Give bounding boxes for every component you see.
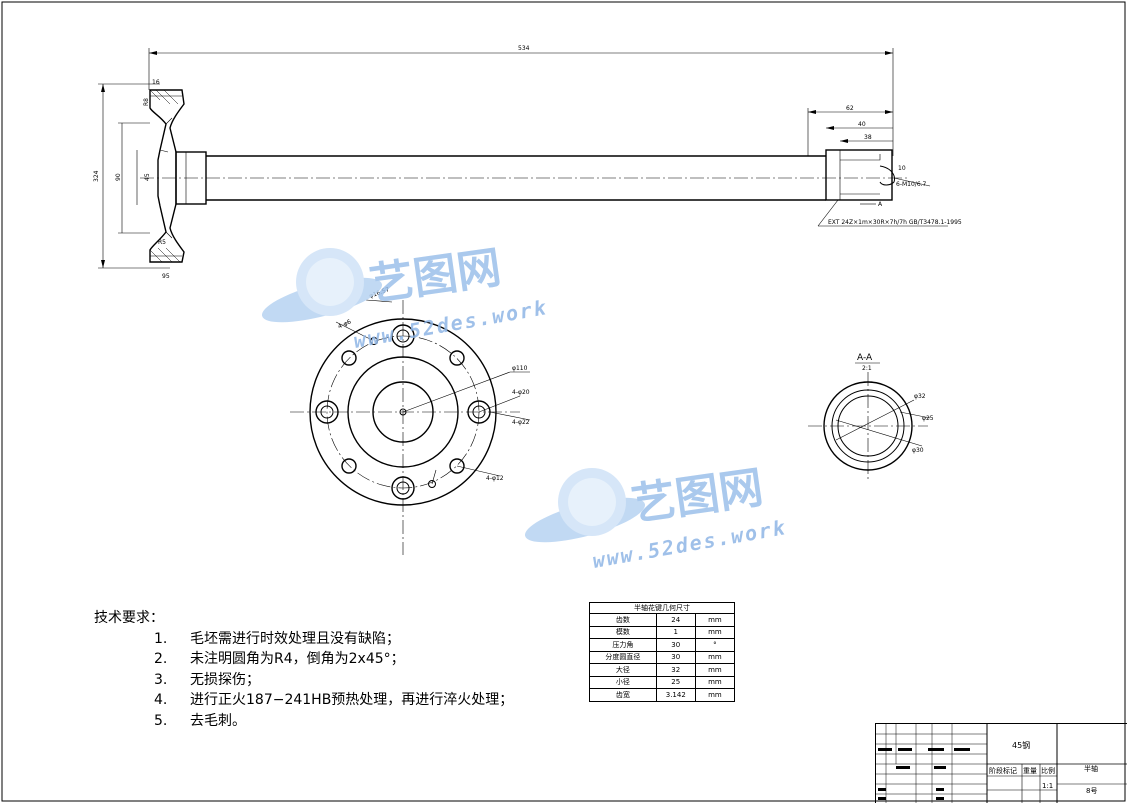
tb-label-ratio: 比例 — [1041, 767, 1055, 775]
tech-item: 3.无损探伤； — [154, 671, 260, 688]
title-block-grid — [876, 724, 1127, 803]
section-view: A-A 2:1 φ32 φ25 φ30 — [808, 353, 934, 480]
front-dim-d1: φ110 — [512, 365, 528, 372]
section-dim-d3: φ30 — [912, 447, 924, 454]
dim-right-38: 38 — [864, 134, 872, 141]
side-view: 534 324 90 45 16 R5 95 R8 — [93, 45, 962, 280]
front-dim-angle: 4-φ6 — [337, 318, 353, 330]
tb-label-weight: 重量 — [1023, 767, 1037, 775]
dim-d1: 90 — [115, 173, 122, 181]
tech-item: 5.去毛刺。 — [154, 712, 246, 729]
tech-title: 技术要求： — [94, 610, 164, 626]
dim-left-height: 324 — [93, 170, 100, 182]
section-title: A-A — [857, 353, 873, 363]
front-dim-d3: 4-φ22 — [512, 419, 530, 426]
tech-item: 2.未注明圆角为R4，倒角为2x45°； — [154, 651, 405, 667]
tb-material: 45钢 — [1012, 741, 1031, 750]
watermark-2-logo: 艺图网 — [628, 462, 766, 531]
tb-part-name: 半轴 — [1084, 765, 1098, 773]
tech-requirements: 技术要求： 1.毛坯需进行时效处理且没有缺陷； 2.未注明圆角为R4，倒角为2x… — [94, 608, 513, 731]
tech-item: 4.进行正火187−241HB预热处理，再进行淬火处理； — [154, 692, 514, 708]
dim-right-10: 10 — [898, 165, 906, 172]
dim-hole: 6-M10/6.7 — [896, 181, 927, 188]
dim-overall-length: 534 — [518, 45, 530, 52]
tb-label-stage: 阶段标记 — [989, 767, 1017, 775]
title-block: 45钢 阶段标记 重量 比例 1:1 半轴 8号 — [875, 723, 1127, 803]
tech-item: 1.毛坯需进行时效处理且没有缺陷； — [154, 630, 400, 647]
front-dim-d4: 4-φ12 — [486, 475, 504, 482]
front-dim-d2: 4-φ20 — [512, 389, 530, 396]
dim-d2: 45 — [144, 173, 151, 181]
dim-r-top: R8 — [143, 98, 150, 106]
section-dim-d2: φ25 — [922, 415, 934, 422]
front-view: φ110 4-φ20 4-φ22 4-φ12 4-φ6 φ16.57 — [290, 286, 531, 555]
dim-r-bot: R5 — [158, 239, 166, 246]
section-scale: 2:1 — [862, 365, 872, 372]
tb-scale: 1:1 — [1042, 782, 1054, 790]
tb-drawing-no: 8号 — [1086, 787, 1098, 795]
watermark-2: 艺图网 www.52des.work — [524, 462, 788, 573]
spline-note: EXT 24Z×1m×30R×7h/7h GB/T3478.1-1995 — [828, 219, 962, 226]
section-dim-d1: φ32 — [914, 393, 926, 400]
spline-table-title: 半轴花键几何尺寸 — [589, 602, 735, 614]
watermark-1: 艺图网 www.52des.work — [261, 242, 549, 353]
watermark-1-logo: 艺图网 — [366, 242, 504, 311]
dim-right-62: 62 — [846, 105, 854, 112]
dim-flange-thk: 16 — [152, 79, 160, 86]
dim-hub-dia: 95 — [162, 273, 170, 280]
section-mark-a: A — [878, 201, 883, 208]
dim-right-40: 40 — [858, 121, 866, 128]
